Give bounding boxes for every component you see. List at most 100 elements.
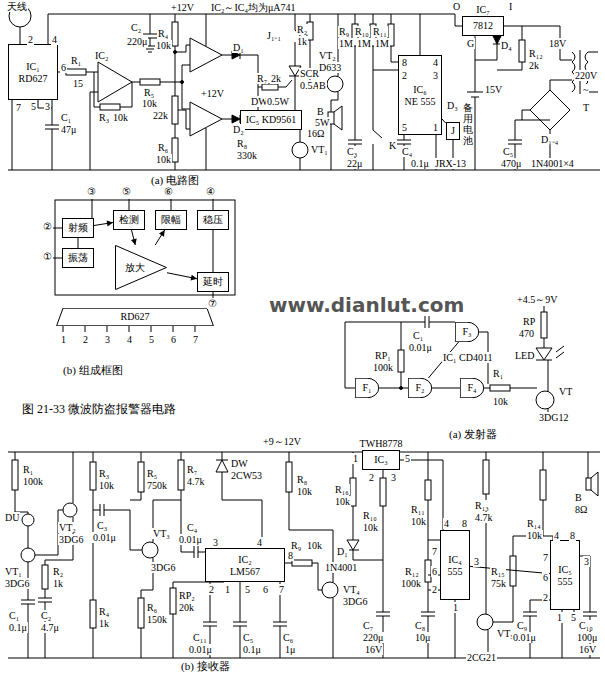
circuit-label: 4.7k <box>474 512 494 523</box>
receiver-wiring-part <box>138 462 144 492</box>
circuit-label: R₁₅ <box>490 566 506 577</box>
circuit-label: C₄ <box>401 146 413 157</box>
receiver-wiring-part <box>428 452 429 480</box>
circuit-label: C₈ <box>414 620 426 631</box>
receiver-wiring-part <box>22 514 34 526</box>
circuit-label: ① <box>42 251 53 262</box>
transmitter-wiring-part <box>401 322 402 350</box>
top-circuit-wiring-part <box>522 26 523 40</box>
top-circuit-wiring-part <box>45 108 59 170</box>
circuit-label: 10k <box>98 480 115 491</box>
transmitter-wiring-part <box>490 385 510 391</box>
block-diagram-outline <box>52 199 235 332</box>
circuit-label: VT₂ <box>318 50 337 61</box>
node-text: IC₇ <box>476 4 490 15</box>
node-text: F₁ <box>362 382 371 394</box>
circuit-label: 3DG6 <box>342 596 368 607</box>
circuit-label: 3 <box>104 334 111 345</box>
transmitter-wiring-part <box>398 350 404 372</box>
circuit-label: 2 <box>368 472 375 483</box>
circuit-label: 3 <box>432 70 439 81</box>
receiver-wiring-part <box>93 628 94 658</box>
top-circuit-wiring-part <box>373 46 398 170</box>
circuit-label: 2 <box>542 592 549 603</box>
circuit-label: RP₁ <box>374 350 392 361</box>
node-text: F₃ <box>462 326 471 338</box>
circuit-label: I <box>508 1 513 12</box>
circuit-label: 1μ <box>284 644 296 655</box>
top-circuit-wiring-part <box>175 45 190 52</box>
connector-line <box>379 388 408 389</box>
connector <box>428 342 458 378</box>
node-text-stack: J <box>451 125 455 137</box>
node-text-stack: IC₅ KD9561 <box>246 114 296 126</box>
circuit-label: 1k <box>52 578 64 589</box>
arrow-head <box>159 230 165 237</box>
top-circuit-wiring-part <box>98 62 132 102</box>
node-text: RD627 <box>19 72 48 84</box>
circuit-label: RP <box>522 316 536 327</box>
circuit-label: 2CW53 <box>230 470 263 481</box>
receiver-wiring-part <box>312 563 322 590</box>
circuit-label: 1 <box>224 584 231 595</box>
receiver-wiring-part <box>45 452 73 565</box>
node-text: 振荡 <box>68 252 88 264</box>
top-circuit-wiring-part <box>504 26 560 27</box>
receiver-wiring-part <box>8 452 600 658</box>
circuit-label: R₁₁ <box>372 26 388 37</box>
regulator-box: IC₇7812 <box>462 16 504 36</box>
top-circuit-wiring-part <box>12 100 13 170</box>
node-text: IC₃ <box>374 454 388 466</box>
receiver-wiring-part <box>425 480 431 500</box>
amplifier-triangle: 放大 <box>115 245 167 290</box>
top-circuit-wiring-part <box>373 14 374 24</box>
circuit-label: VT₁ <box>310 144 329 155</box>
top-circuit-wiring-part <box>397 135 436 170</box>
receiver-wiring-part <box>428 500 440 560</box>
node-text-stack: IC₄555 <box>448 554 463 577</box>
node-text: RD627 <box>121 311 150 323</box>
circuit-label: B <box>574 492 583 503</box>
top-circuit-wiring-part <box>66 69 86 75</box>
circuit-label: 10k <box>410 516 427 527</box>
block-box: 射频 <box>62 218 94 238</box>
circuit-label: 100k <box>22 476 44 487</box>
top-circuit-wiring-part <box>8 170 600 171</box>
circuit-label: 5 <box>401 122 408 133</box>
transmitter-wiring-part <box>536 348 552 360</box>
node-text: 检测 <box>119 214 139 226</box>
circuit-label: R₁₂ <box>528 48 544 59</box>
chip-package: RD627 <box>55 308 215 326</box>
top-circuit-wiring-part <box>262 84 278 90</box>
circuit-label: C₅ <box>502 146 514 157</box>
block-diagram-outline-part <box>52 228 213 298</box>
circuit-label: LED <box>514 350 535 361</box>
circuit-label: 470 <box>518 328 535 339</box>
node-text-stack: 稳压 <box>203 214 223 226</box>
connector <box>167 273 197 281</box>
block-box: 稳压 <box>197 210 229 230</box>
circuit-label: 0.01μ <box>92 532 117 543</box>
circuit-label: D₁ <box>232 42 245 53</box>
circuit-label: R₆ <box>157 142 169 153</box>
connector <box>131 230 137 245</box>
circuit-label: 100k <box>400 578 422 589</box>
circuit-label: C₁ <box>8 610 20 621</box>
top-circuit-wiring-part <box>420 14 421 55</box>
circuit-label: C₄ <box>186 522 198 533</box>
nand-gate: F₄ <box>460 378 484 398</box>
circuit-label: RP₂ <box>178 590 196 601</box>
node-text-stack: 检测 <box>119 214 139 226</box>
circuit-label: G <box>466 38 475 49</box>
circuit-label: 2CG21 <box>466 652 497 663</box>
circuit-label: 8 <box>461 518 468 529</box>
circuit-label: R₃ <box>98 468 110 479</box>
circuit-label: 1N4001 <box>324 562 358 573</box>
circuit-label: 330k <box>236 150 258 161</box>
circuit-label: R₁₀ <box>362 510 378 521</box>
block-diagram-outline-part <box>92 199 213 218</box>
circuit-label: 1 <box>556 612 563 623</box>
circuit-label: R₈ <box>296 474 308 485</box>
circuit-label: 100μ <box>576 632 598 643</box>
